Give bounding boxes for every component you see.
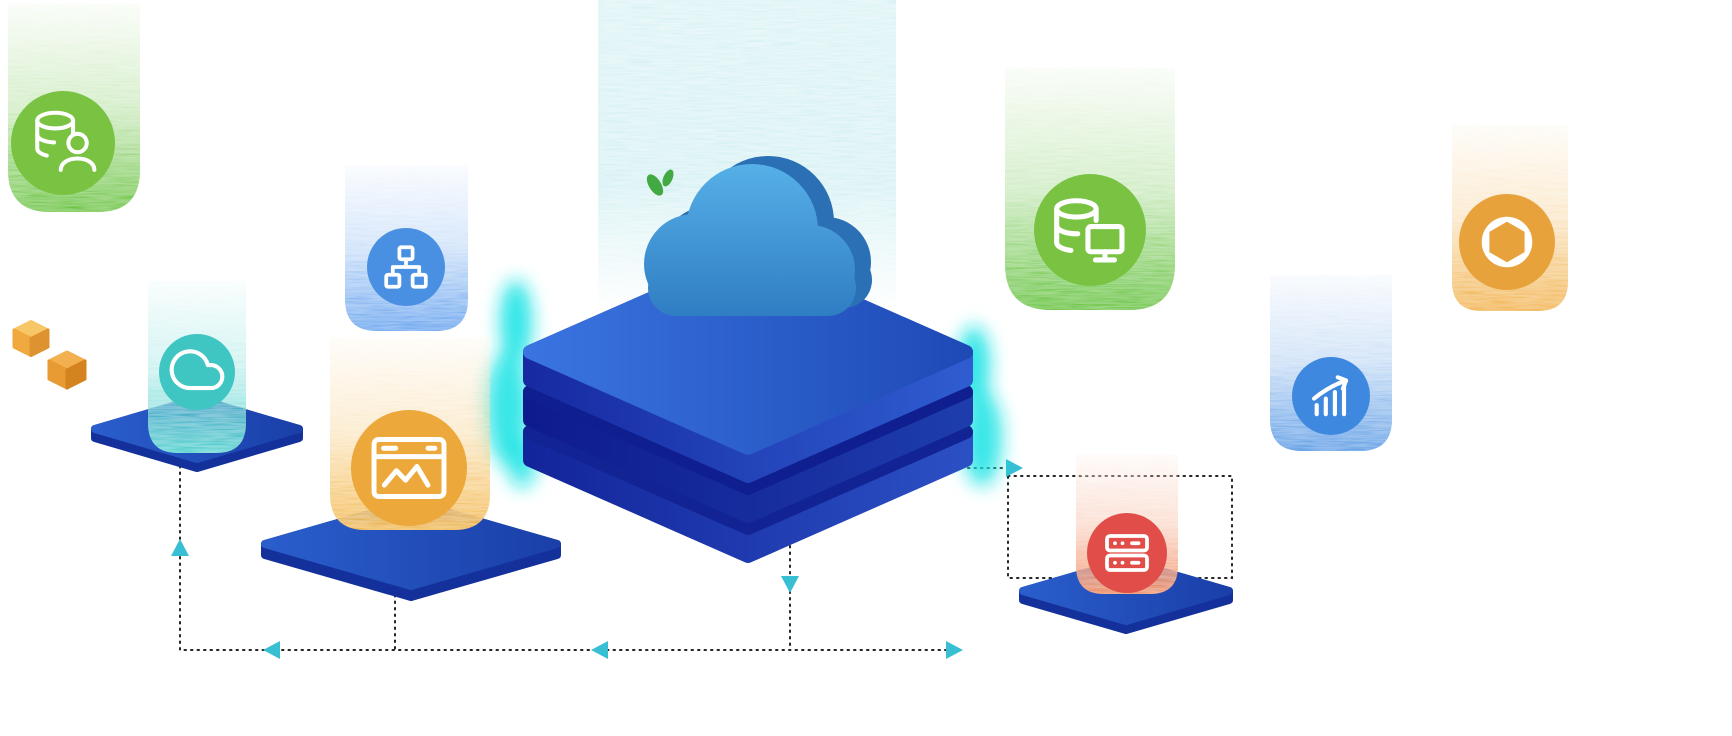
- cloud-icon: [644, 156, 872, 316]
- badge-analytics: [1292, 357, 1370, 435]
- chart-growth-icon: [1312, 375, 1349, 417]
- cube-icon: [47, 350, 87, 390]
- node-web-content: [261, 337, 561, 601]
- cloud-outline-icon: [169, 349, 225, 391]
- openai-knot-icon: [1481, 216, 1533, 268]
- database-monitor-icon: [1054, 198, 1125, 263]
- node-network-hierarchy: [345, 165, 468, 331]
- arrow-left-icon: [591, 641, 608, 659]
- arrow-left-icon: [263, 641, 280, 659]
- cloud-front-face: [644, 164, 856, 316]
- database-user-icon: [35, 110, 97, 172]
- arrow-right-icon: [946, 641, 963, 659]
- glow-accents: [486, 280, 1002, 488]
- badge-ai-model: [1459, 194, 1555, 290]
- arrow-up-icon: [171, 539, 189, 556]
- browser-image-icon: [371, 437, 447, 499]
- platform: [261, 498, 561, 601]
- node-analytics: [1270, 275, 1392, 451]
- badge-user-database: [11, 91, 115, 195]
- node-database-monitor: [1005, 68, 1175, 310]
- node-cloud-service: [91, 281, 303, 472]
- node-ai-model: [1452, 125, 1568, 311]
- center-platform: [486, 0, 1002, 563]
- badge-web-content: [351, 410, 467, 526]
- badge-server-storage: [1087, 513, 1167, 593]
- badge-cloud-service: [159, 334, 235, 410]
- cube-icon: [12, 320, 50, 357]
- arrow-down-icon: [781, 576, 799, 593]
- node-user-database: [8, 4, 140, 212]
- arrow-right-icon: [1006, 459, 1023, 477]
- server-rack-icon: [1105, 534, 1149, 572]
- sitemap-icon: [384, 245, 428, 289]
- flow-arrows: [171, 459, 1023, 659]
- connector-left-loop: [179, 439, 961, 651]
- node-server-storage: [1019, 454, 1233, 634]
- sprout-icon: [646, 169, 674, 196]
